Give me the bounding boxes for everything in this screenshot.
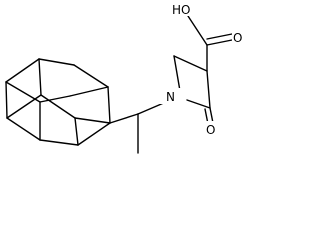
hydroxyl-label: HO: [172, 3, 190, 17]
bond: [206, 33, 233, 40]
bond: [38, 58, 75, 66]
bond: [74, 117, 111, 124]
nitrogen-label: N: [166, 90, 175, 104]
bond: [109, 113, 139, 124]
pyrrolidinone-ring: [173, 55, 214, 125]
bond: [39, 95, 71, 103]
bond: [206, 70, 211, 109]
bond: [6, 117, 41, 141]
bond: [5, 81, 8, 119]
adamantyl-cage: [5, 58, 111, 146]
lactam-carbonyl-oxygen-label: O: [206, 123, 215, 137]
bond: [73, 64, 109, 88]
bond: [186, 99, 211, 109]
bond: [38, 58, 42, 96]
carboxylic-acid: [187, 15, 233, 72]
bond: [173, 55, 181, 92]
bond: [74, 117, 79, 146]
bond: [206, 39, 233, 46]
ethyl-linker: [109, 101, 167, 154]
bond: [5, 58, 40, 83]
bond: [77, 122, 111, 146]
bond: [187, 15, 208, 46]
bond: [69, 86, 109, 97]
chemical-structure: N HO O O: [5, 3, 243, 154]
acid-carbonyl-oxygen-label: O: [233, 31, 242, 45]
bond: [209, 107, 214, 124]
bond: [6, 94, 42, 119]
bond: [173, 55, 208, 72]
bond: [39, 139, 79, 146]
bond: [40, 94, 76, 119]
bond: [107, 86, 111, 124]
